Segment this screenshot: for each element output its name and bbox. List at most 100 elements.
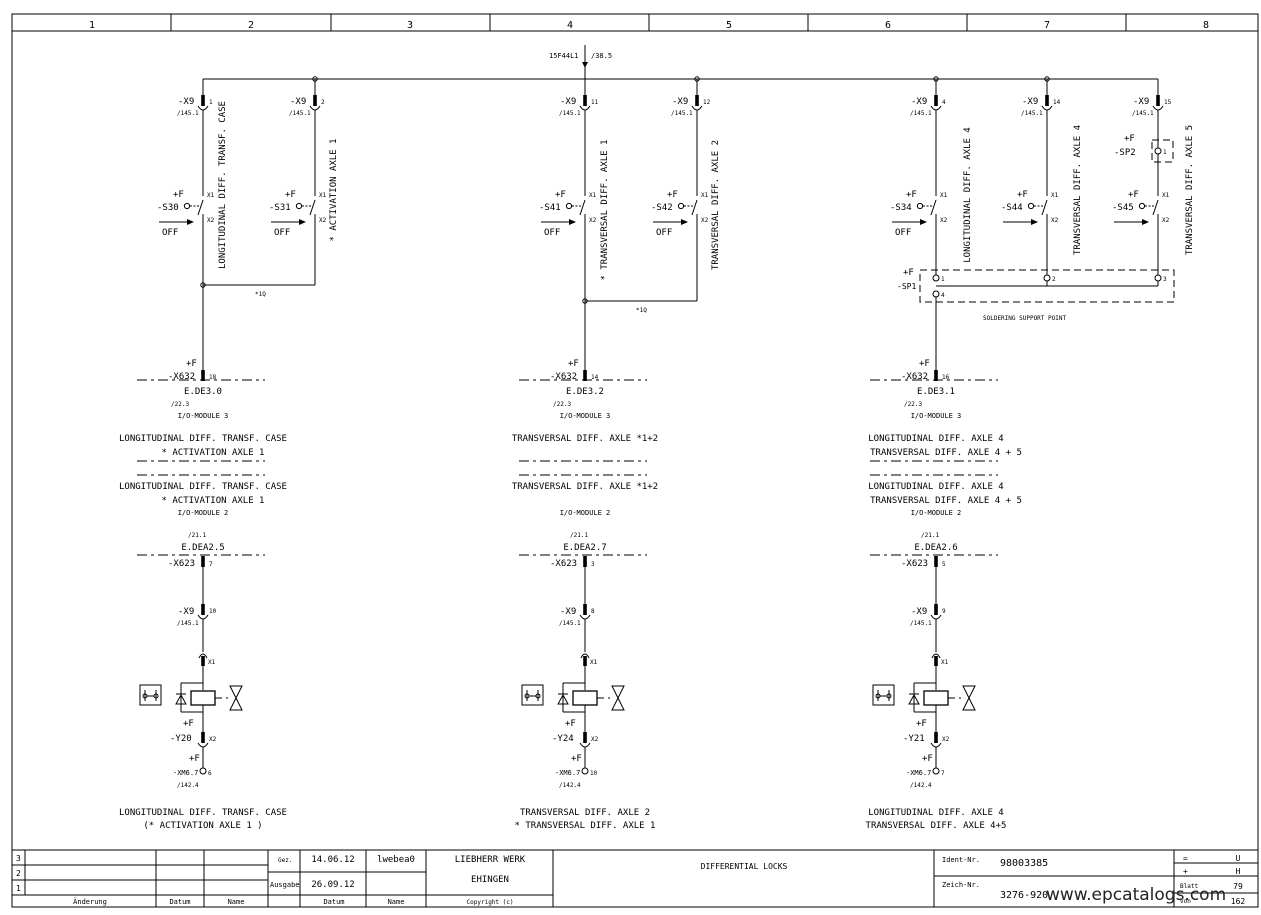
switch-id: -S41 xyxy=(539,203,561,213)
valve-id: -Y24 xyxy=(552,734,574,744)
contact-label: X2 xyxy=(1162,217,1170,224)
svg-text:von: von xyxy=(1180,898,1191,905)
mid-pin: 9 xyxy=(942,608,946,615)
valve-contact: X2 xyxy=(591,736,599,743)
column-number: 6 xyxy=(885,20,891,31)
ground-location: +F xyxy=(922,754,933,764)
input-channel: E.DE3.0 xyxy=(184,387,222,397)
output-channel: E.DEA2.5 xyxy=(181,543,224,553)
off-label: OFF xyxy=(274,228,290,238)
svg-text:3: 3 xyxy=(1163,276,1167,283)
plug-ref: /145.1 xyxy=(177,110,199,117)
svg-text:1: 1 xyxy=(941,276,945,283)
valve-location: +F xyxy=(916,719,927,729)
mid-plug: -X9 xyxy=(560,607,576,617)
svg-text:+F: +F xyxy=(903,268,914,278)
drawn-name: lwebea0 xyxy=(377,855,415,865)
input-ref: /22.3 xyxy=(171,401,189,408)
input-plug: -X632 xyxy=(168,372,195,382)
description-line: TRANSVERSAL DIFF. AXLE *1+2 xyxy=(512,482,658,492)
header-name: Name xyxy=(228,898,245,906)
contact-label: X1 xyxy=(589,192,597,199)
drawing-frame xyxy=(11,13,1259,908)
mid-plug: -X9 xyxy=(178,607,194,617)
input-pin: 18 xyxy=(209,374,217,381)
contact-label: X1 xyxy=(940,192,948,199)
valve-location: +F xyxy=(565,719,576,729)
column-number: 5 xyxy=(726,20,732,31)
plug-ref: /145.1 xyxy=(289,110,311,117)
vertical-function-label: * ACTIVATION AXLE 1 xyxy=(329,139,339,242)
footer-line: * TRANSVERSAL DIFF. AXLE 1 xyxy=(515,821,656,831)
column-number: 7 xyxy=(1044,20,1050,31)
output-pin: 5 xyxy=(942,561,946,568)
support-point-sp1: +F -SP1 1 2 3 4 SOLDERING SUPPORT POINT xyxy=(897,268,1175,322)
valve-contact: X1 xyxy=(590,659,598,666)
issue-date: 26.09.12 xyxy=(311,880,354,890)
switch-id: -S44 xyxy=(1001,203,1023,213)
input-module: I/O-MODULE 3 xyxy=(178,412,229,420)
cross-ref: *1Q xyxy=(255,291,266,298)
mid-pin: 10 xyxy=(209,608,217,615)
output-channel: E.DEA2.7 xyxy=(563,543,606,553)
svg-text:2: 2 xyxy=(1052,276,1056,283)
ground-pin: 6 xyxy=(208,770,212,777)
ground-ref: /142.4 xyxy=(559,782,581,789)
column-number: 2 xyxy=(248,20,254,31)
description-line: LONGITUDINAL DIFF. TRANSF. CASE xyxy=(119,482,287,492)
description-line: LONGITUDINAL DIFF. AXLE 4 xyxy=(868,482,1003,492)
svg-text:-SP1: -SP1 xyxy=(897,282,916,291)
drawing-number-label: Zeich-Nr. xyxy=(942,881,980,889)
switch-location: +F xyxy=(1017,190,1028,200)
mid-ref: /145.1 xyxy=(559,620,581,627)
switch-location: +F xyxy=(173,190,184,200)
output-pin: 3 xyxy=(591,561,595,568)
switch-id: -S31 xyxy=(269,203,291,213)
switch-id: -S42 xyxy=(651,203,673,213)
plug-label: -X9 xyxy=(911,97,927,107)
switch-location: +F xyxy=(906,190,917,200)
plug-ref: /145.1 xyxy=(559,110,581,117)
drawing-title: DIFFERENTIAL LOCKS xyxy=(701,862,788,871)
valve-contact: X2 xyxy=(942,736,950,743)
svg-text:H: H xyxy=(1236,867,1241,876)
input-ref: /22.3 xyxy=(553,401,571,408)
plug-pin: 15 xyxy=(1164,99,1172,106)
input-location: +F xyxy=(568,359,579,369)
contact-label: X1 xyxy=(1162,192,1170,199)
vertical-function-label: LONGITUDINAL DIFF. AXLE 4 xyxy=(963,127,973,262)
contact-label: X2 xyxy=(589,217,597,224)
input-plug: -X632 xyxy=(550,372,577,382)
column-number: 4 xyxy=(567,20,573,31)
contact-label: X2 xyxy=(207,217,215,224)
plug-label: -X9 xyxy=(672,97,688,107)
input-module: I/O-MODULE 3 xyxy=(560,412,611,420)
plug-label: -X9 xyxy=(1022,97,1038,107)
plug-pin: 2 xyxy=(321,99,325,106)
plug-ref: /145.1 xyxy=(671,110,693,117)
company-line2: EHINGEN xyxy=(471,875,509,885)
column-number: 3 xyxy=(407,20,413,31)
input-location: +F xyxy=(186,359,197,369)
input-channel: E.DE3.2 xyxy=(566,387,604,397)
issue-label: Ausgabe xyxy=(270,881,300,889)
valve-contact: X2 xyxy=(209,736,217,743)
header-change: Änderung xyxy=(73,897,107,906)
output-plug: -X623 xyxy=(901,559,928,569)
support-point-sp2: +F -SP2 1 xyxy=(1114,134,1174,163)
column-dividers xyxy=(170,14,1127,31)
output-module: I/O-MODULE 2 xyxy=(178,509,229,517)
ground-id: -XM6.7 xyxy=(173,769,198,777)
valve-location: +F xyxy=(183,719,194,729)
switch-location: +F xyxy=(1128,190,1139,200)
plug-ref: /145.1 xyxy=(1021,110,1043,117)
drawing-number-value: 3276-920 xyxy=(1000,890,1048,901)
contact-label: X2 xyxy=(319,217,327,224)
input-location: +F xyxy=(919,359,930,369)
plug-ref: /145.1 xyxy=(1132,110,1154,117)
